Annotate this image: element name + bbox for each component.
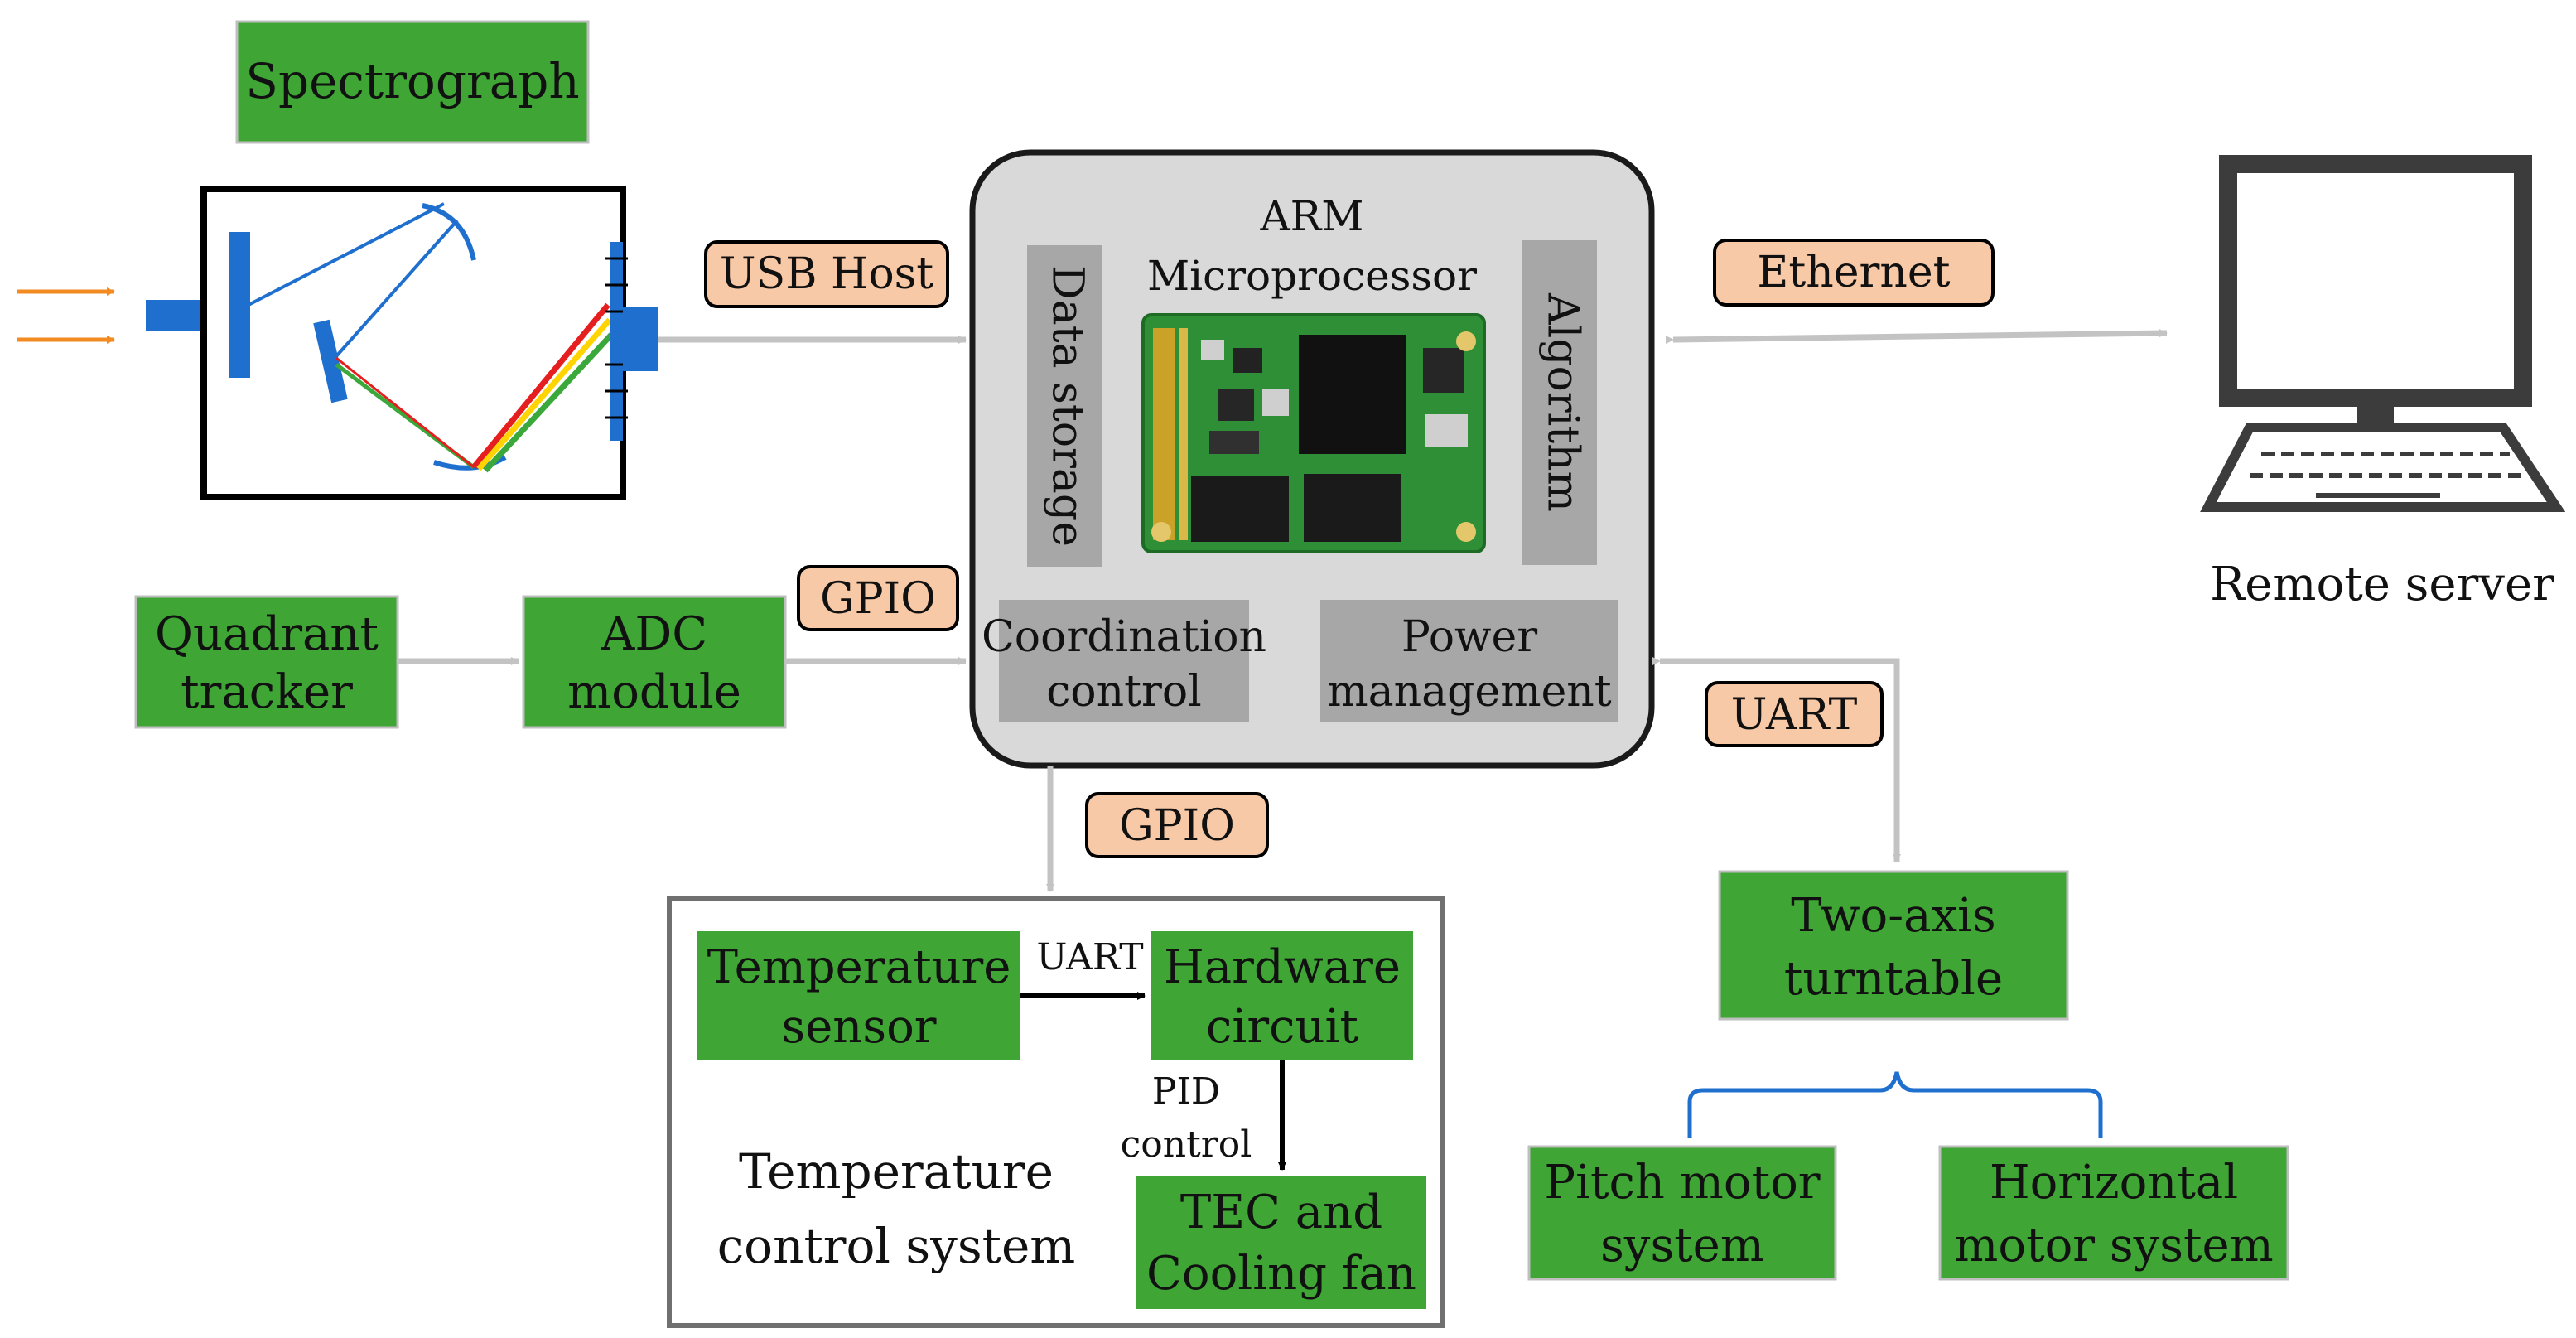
svg-text:Ethernet: Ethernet xyxy=(1757,248,1950,297)
svg-text:Hardware: Hardware xyxy=(1164,940,1401,994)
svg-text:turntable: turntable xyxy=(1784,952,2003,1006)
arm-subtitle: Microprocessor xyxy=(1147,252,1477,300)
spectrograph-optics-icon xyxy=(17,186,658,500)
svg-text:Spectrograph: Spectrograph xyxy=(245,53,580,109)
pitch-motor-system-box: Pitch motor system xyxy=(1527,1145,1837,1281)
svg-text:GPIO: GPIO xyxy=(820,574,936,624)
svg-text:Quadrant: Quadrant xyxy=(155,607,379,661)
uart-inner-label: UART xyxy=(1036,936,1143,978)
svg-text:Coordination: Coordination xyxy=(982,612,1266,662)
temperature-system-subtitle: control system xyxy=(717,1218,1076,1274)
svg-text:Two-axis: Two-axis xyxy=(1791,889,1996,943)
computer-monitor-icon xyxy=(2200,155,2566,512)
ethernet-tag: Ethernet xyxy=(1713,239,1995,307)
svg-text:sensor: sensor xyxy=(781,1000,936,1054)
svg-text:system: system xyxy=(1600,1219,1764,1273)
svg-text:Temperature: Temperature xyxy=(707,940,1011,994)
quadrant-tracker-box: Quadrant tracker xyxy=(134,595,399,729)
coordination-control-module: Coordination control xyxy=(982,600,1266,722)
svg-text:tracker: tracker xyxy=(181,665,353,719)
pid-control-label: control xyxy=(1121,1123,1252,1166)
two-axis-turntable-box: Two-axis turntable xyxy=(1718,870,2069,1021)
svg-text:UART: UART xyxy=(1731,690,1858,740)
svg-text:Algorithm: Algorithm xyxy=(1538,292,1588,512)
svg-text:motor system: motor system xyxy=(1954,1219,2273,1273)
tec-cooling-fan-box: TEC and Cooling fan xyxy=(1136,1176,1426,1309)
ethernet-bidirectional-arrow xyxy=(1665,329,2168,345)
temperature-sensor-box: Temperature sensor xyxy=(697,931,1020,1060)
svg-text:ADC: ADC xyxy=(601,607,707,661)
temperature-system-title: Temperature xyxy=(739,1143,1054,1200)
svg-text:control: control xyxy=(1046,667,1202,717)
power-management-module: Power management xyxy=(1320,600,1618,722)
hardware-circuit-box: Hardware circuit xyxy=(1151,931,1413,1060)
arm-turntable-bidirectional-arrow xyxy=(1652,657,1901,862)
svg-text:management: management xyxy=(1327,667,1611,717)
spectrograph-label-box: Spectrograph xyxy=(235,20,590,144)
usb-host-tag: USB Host xyxy=(704,240,949,308)
svg-text:Cooling fan: Cooling fan xyxy=(1146,1247,1416,1301)
horizontal-motor-system-box: Horizontal motor system xyxy=(1938,1145,2289,1281)
uart-right-tag: UART xyxy=(1705,681,1884,747)
remote-server-label: Remote server xyxy=(2210,558,2554,611)
gpio-bottom-tag: GPIO xyxy=(1085,792,1269,858)
pcb-board-icon xyxy=(1141,313,1486,553)
turntable-branch-brace xyxy=(1687,1071,2103,1138)
adc-module-box: ADC module xyxy=(522,595,787,729)
gpio-top-tag: GPIO xyxy=(797,565,959,631)
data-storage-module: Data storage xyxy=(1027,245,1102,567)
svg-text:Horizontal: Horizontal xyxy=(1990,1156,2238,1210)
svg-text:GPIO: GPIO xyxy=(1119,801,1235,851)
svg-text:circuit: circuit xyxy=(1206,1000,1358,1054)
svg-text:module: module xyxy=(567,665,741,719)
svg-text:USB Host: USB Host xyxy=(720,249,934,299)
svg-text:Power: Power xyxy=(1401,612,1537,662)
svg-text:Data storage: Data storage xyxy=(1043,265,1093,547)
arm-title: ARM xyxy=(1260,192,1364,240)
algorithm-module: Algorithm xyxy=(1522,240,1597,565)
svg-text:TEC and: TEC and xyxy=(1180,1186,1382,1239)
pid-label: PID xyxy=(1152,1070,1220,1113)
svg-text:Pitch motor: Pitch motor xyxy=(1544,1156,1820,1210)
